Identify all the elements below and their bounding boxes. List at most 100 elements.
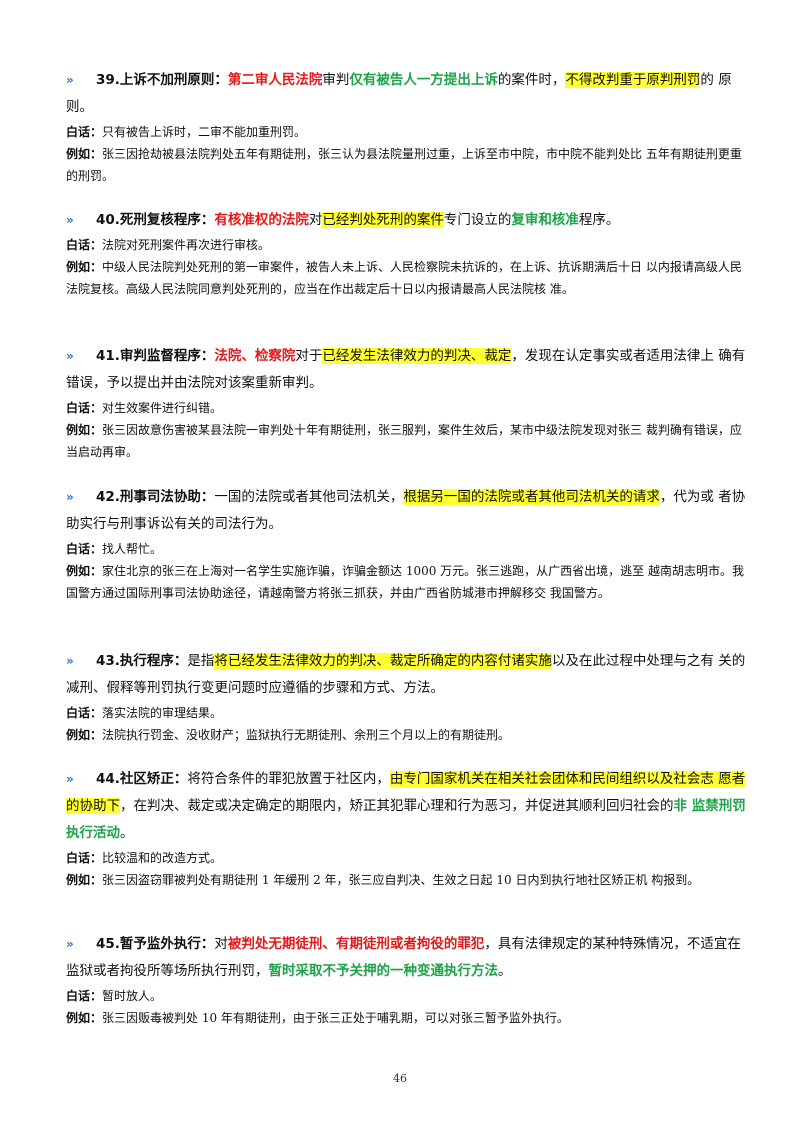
definition-text: 。 [498, 963, 512, 979]
double-chevron-icon: » [66, 490, 74, 504]
term-title: 45.暂予监外执行： [96, 936, 215, 952]
double-chevron-icon: » [66, 73, 74, 87]
double-chevron-icon: » [66, 937, 74, 951]
plain-text: 对生效案件进行纠错。 [102, 401, 223, 415]
plain-text: 法院对死刑案件再次进行审核。 [102, 238, 271, 252]
plain-label: 白话： [66, 238, 103, 252]
example-label: 例如： [66, 147, 103, 161]
term-definition: » 41.审判监督程序：法院、检察院对于已经发生法律效力的判决、裁定，发现在认定事… [66, 343, 746, 397]
term-title: 39.上诉不加刑原则： [96, 72, 228, 88]
example-label: 例如： [66, 564, 103, 578]
example-text: 张三因贩毒被判处 10 年有期徒刑，由于张三正处于哺乳期，可以对张三暂予监外执行… [102, 1011, 569, 1025]
plain-text: 比较温和的改造方式。 [102, 851, 223, 865]
double-chevron-icon: » [66, 349, 74, 363]
term-definition: »39.上诉不加刑原则：第二审人民法院审判仅有被告人一方提出上诉的案件时，不得改… [66, 67, 746, 121]
term-title: 43.执行程序： [96, 653, 188, 669]
example: 例如：张三因贩毒被判处 10 年有期徒刑，由于张三正处于哺乳期，可以对张三暂予监… [66, 1007, 746, 1029]
term-entry: » 42.刑事司法协助：一国的法院或者其他司法机关，根据另一国的法院或者其他司法机… [66, 484, 746, 604]
term-definition: » 45.暂予监外执行：对被判处无期徒刑、有期徒刑或者拘役的罪犯，具有法律规定的某… [66, 931, 746, 985]
double-chevron-icon: » [66, 213, 74, 227]
plain-label: 白话： [66, 706, 103, 720]
example: 例如：张三因盗窃罪被判处有期徒刑 1 年缓刑 2 年，张三应自判决、生效之日起 … [66, 869, 746, 891]
example: 例如：法院执行罚金、没收财产；监狱执行无期徒刑、余刑三个月以上的有期徒刑。 [66, 724, 746, 746]
definition-text: 是指 [187, 653, 215, 669]
definition-text: 法院、检察院 [214, 348, 296, 364]
example-text: 法院执行罚金、没收财产；监狱执行无期徒刑、余刑三个月以上的有期徒刑。 [102, 728, 511, 742]
plain-label: 白话： [66, 401, 103, 415]
term-entry: » 43.执行程序：是指将已经发生法律效力的判决、裁定所确定的内容付诸实施以及在此… [66, 648, 746, 746]
definition-text: 仅有被告人一方提出上诉 [349, 72, 498, 88]
term-entry: » 40.死刑复核程序：有核准权的法院对已经判处死刑的案件专门设立的复审和核准程序… [66, 207, 746, 300]
plain-label: 白话： [66, 989, 103, 1003]
definition-text: ，发现在认定事实或者适用法律上 确有错误，予以提出并由法院对该案重新审判。 [66, 348, 746, 391]
example: 例如：张三因抢劫被县法院判处五年有期徒刑，张三认为县法院量刑过重，上诉至市中院，… [66, 143, 746, 187]
example: 例如：家住北京的张三在上海对一名学生实施诈骗，诈骗金额达 1000 万元。张三逃… [66, 560, 746, 604]
definition-text: 被判处无期徒刑、有期徒刑或者拘役的罪犯 [227, 936, 485, 952]
term-entry: » 45.暂予监外执行：对被判处无期徒刑、有期徒刑或者拘役的罪犯，具有法律规定的某… [66, 931, 746, 1029]
double-chevron-icon: » [66, 772, 74, 786]
definition-text: 程序。 [578, 212, 620, 228]
example-text: 张三因抢劫被县法院判处五年有期徒刑，张三认为县法院量刑过重，上诉至市中院，市中院… [66, 147, 742, 183]
definition-text: ，代为或 者协助实行与刑事诉讼有关的司法行为。 [66, 489, 746, 532]
definition-text: 不得改判重于原判刑罚 [565, 72, 701, 88]
example-label: 例如： [66, 873, 103, 887]
term-definition: » 40.死刑复核程序：有核准权的法院对已经判处死刑的案件专门设立的复审和核准程序… [66, 207, 746, 234]
plain-label: 白话： [66, 125, 103, 139]
plain-text: 只有被告上诉时，二审不能加重刑罚。 [102, 125, 307, 139]
plain-explanation: 白话：找人帮忙。 [66, 538, 746, 560]
definition-text: 根据另一国的法院或者其他司法机关的请求 [403, 489, 660, 505]
plain-explanation: 白话：比较温和的改造方式。 [66, 847, 746, 869]
definition-text: 一国的法院或者其他司法机关， [214, 489, 404, 505]
example-label: 例如： [66, 1011, 103, 1025]
plain-explanation: 白话：只有被告上诉时，二审不能加重刑罚。 [66, 121, 746, 143]
definition-text: ，在判决、裁定或决定确定的期限内，矫正其犯罪心理和行为恶习，并促进其顺利回归社会… [120, 798, 674, 814]
plain-explanation: 白话：对生效案件进行纠错。 [66, 397, 746, 419]
example-label: 例如： [66, 423, 103, 437]
term-definition: »44.社区矫正：将符合条件的罪犯放置于社区内，由专门国家机关在相关社会团体和民… [66, 766, 746, 847]
plain-text: 找人帮忙。 [102, 542, 163, 556]
definition-text: 以及在此过程中处理与之有 关的减刑、假释等刑罚执行变更问题时应遵循的步骤和方式、… [66, 653, 746, 696]
example: 例如：张三因故意伤害被某县法院一审判处十年有期徒刑，张三服判，案件生效后，某市中… [66, 419, 746, 463]
plain-explanation: 白话：暂时放人。 [66, 985, 746, 1007]
definition-text: 将符合条件的罪犯放置于社区内， [187, 771, 390, 787]
example: 例如：中级人民法院判处死刑的第一审案件，被告人未上诉、人民检察院未抗诉的，在上诉… [66, 256, 746, 300]
definition-text: 已经判处死刑的案件 [322, 212, 444, 228]
term-definition: » 43.执行程序：是指将已经发生法律效力的判决、裁定所确定的内容付诸实施以及在此… [66, 648, 746, 702]
definition-text: 复审和核准 [511, 212, 579, 228]
plain-explanation: 白话：法院对死刑案件再次进行审核。 [66, 234, 746, 256]
definition-text: 对 [214, 936, 228, 952]
definition-text: 第二审人民法院 [227, 72, 323, 88]
definition-text: ，具有法律规定的某种特殊情况，不适宜在监狱或者拘役所等场所执行刑罚， [66, 936, 741, 979]
definition-text: 专门设立的 [443, 212, 512, 228]
example-text: 张三因故意伤害被某县法院一审判处十年有期徒刑，张三服判，案件生效后，某市中级法院… [66, 423, 742, 459]
double-chevron-icon: » [66, 654, 74, 668]
plain-label: 白话： [66, 542, 103, 556]
term-title: 42.刑事司法协助： [96, 489, 215, 505]
example-label: 例如： [66, 728, 103, 742]
definition-text: 已经发生法律效力的判决、裁定 [322, 348, 512, 364]
term-title: 40.死刑复核程序： [96, 212, 215, 228]
plain-text: 落实法院的审理结果。 [102, 706, 223, 720]
term-entry: »44.社区矫正：将符合条件的罪犯放置于社区内，由专门国家机关在相关社会团体和民… [66, 766, 746, 891]
plain-explanation: 白话：落实法院的审理结果。 [66, 702, 746, 724]
term-entry: »39.上诉不加刑原则：第二审人民法院审判仅有被告人一方提出上诉的案件时，不得改… [66, 67, 746, 187]
example-label: 例如： [66, 260, 103, 274]
definition-text: 对于 [295, 348, 323, 364]
definition-text: 非 监禁刑罚执行活动 [66, 798, 746, 841]
example-text: 张三因盗窃罪被判处有期徒刑 1 年缓刑 2 年，张三应自判决、生效之日起 10 … [102, 873, 700, 887]
term-entry: » 41.审判监督程序：法院、检察院对于已经发生法律效力的判决、裁定，发现在认定事… [66, 343, 746, 463]
term-title: 41.审判监督程序： [96, 348, 215, 364]
example-text: 家住北京的张三在上海对一名学生实施诈骗，诈骗金额达 1000 万元。张三逃跑，从… [66, 564, 745, 600]
definition-text: 有核准权的法院 [214, 212, 309, 228]
example-text: 中级人民法院判处死刑的第一审案件，被告人未上诉、人民检察院未抗诉的，在上诉、抗诉… [66, 260, 742, 296]
definition-text: 将已经发生法律效力的判决、裁定所确定的内容付诸实施 [214, 653, 552, 669]
plain-text: 暂时放人。 [102, 989, 163, 1003]
definition-text: 的案件时， [497, 72, 566, 88]
definition-text: 的 原则。 [66, 72, 732, 115]
definition-text: 暂时采取不予关押的一种变通执行方法 [268, 963, 499, 979]
term-definition: » 42.刑事司法协助：一国的法院或者其他司法机关，根据另一国的法院或者其他司法机… [66, 484, 746, 538]
plain-label: 白话： [66, 851, 103, 865]
definition-text: 对 [308, 212, 323, 228]
term-title: 44.社区矫正： [96, 771, 188, 787]
